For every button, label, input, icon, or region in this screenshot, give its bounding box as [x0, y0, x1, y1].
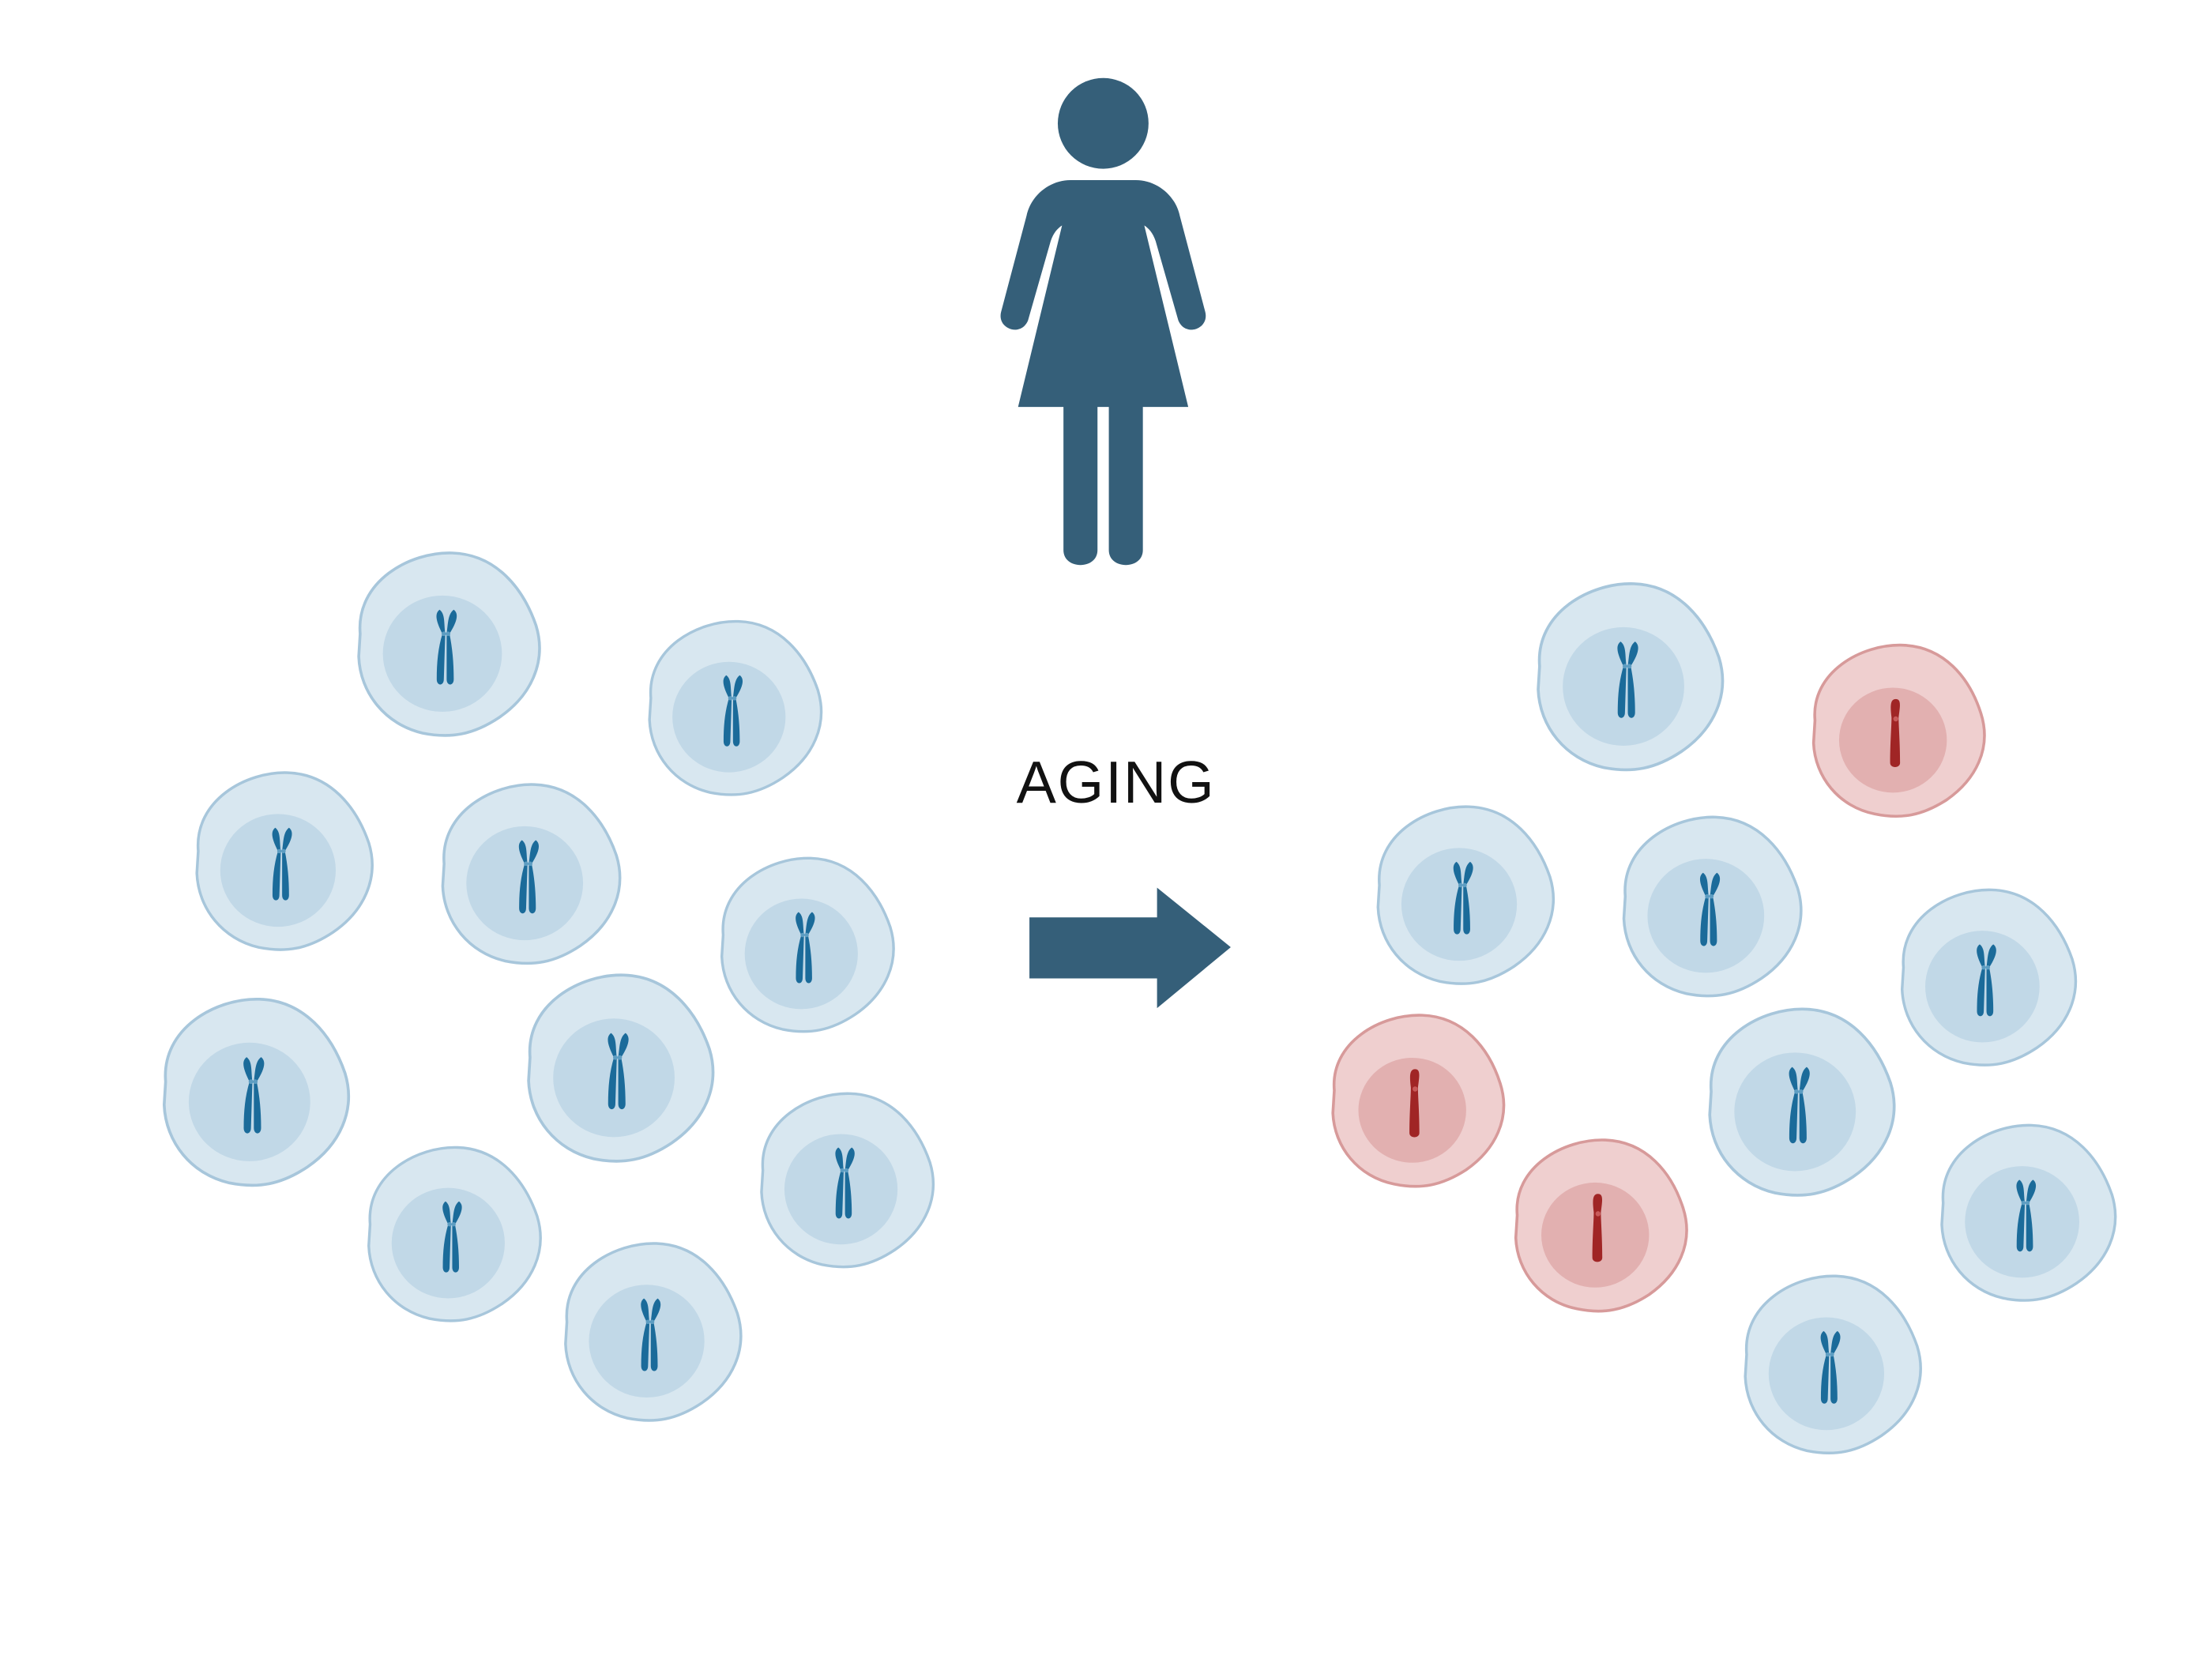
healthy-cell: [1900, 888, 2078, 1066]
healthy-cell: [564, 1242, 743, 1422]
healthy-cell: [357, 551, 541, 737]
aneuploid-cell: [1811, 643, 1986, 818]
healthy-cell: [1940, 1123, 2117, 1302]
woman-figure-icon: [1000, 77, 1206, 566]
healthy-cell: [367, 1146, 542, 1322]
healthy-cell: [162, 997, 351, 1187]
healthy-cell: [1708, 1007, 1896, 1197]
young-cell-population: [162, 551, 935, 1422]
healthy-cell: [1622, 815, 1803, 998]
healthy-cell: [720, 856, 895, 1033]
healthy-cell: [1537, 582, 1725, 772]
healthy-cell: [648, 619, 823, 796]
healthy-cell: [760, 1092, 935, 1269]
healthy-cell: [1376, 805, 1556, 985]
arrow-right-icon: [1029, 887, 1231, 1009]
aged-cell-population: [1331, 582, 2117, 1455]
aneuploid-cell: [1514, 1138, 1688, 1313]
healthy-cell: [441, 783, 622, 965]
healthy-cell: [195, 771, 374, 951]
aging-label: AGING: [1017, 749, 1216, 815]
aneuploid-cell: [1331, 1014, 1506, 1188]
healthy-cell: [1744, 1274, 1922, 1455]
healthy-cell: [527, 973, 715, 1163]
